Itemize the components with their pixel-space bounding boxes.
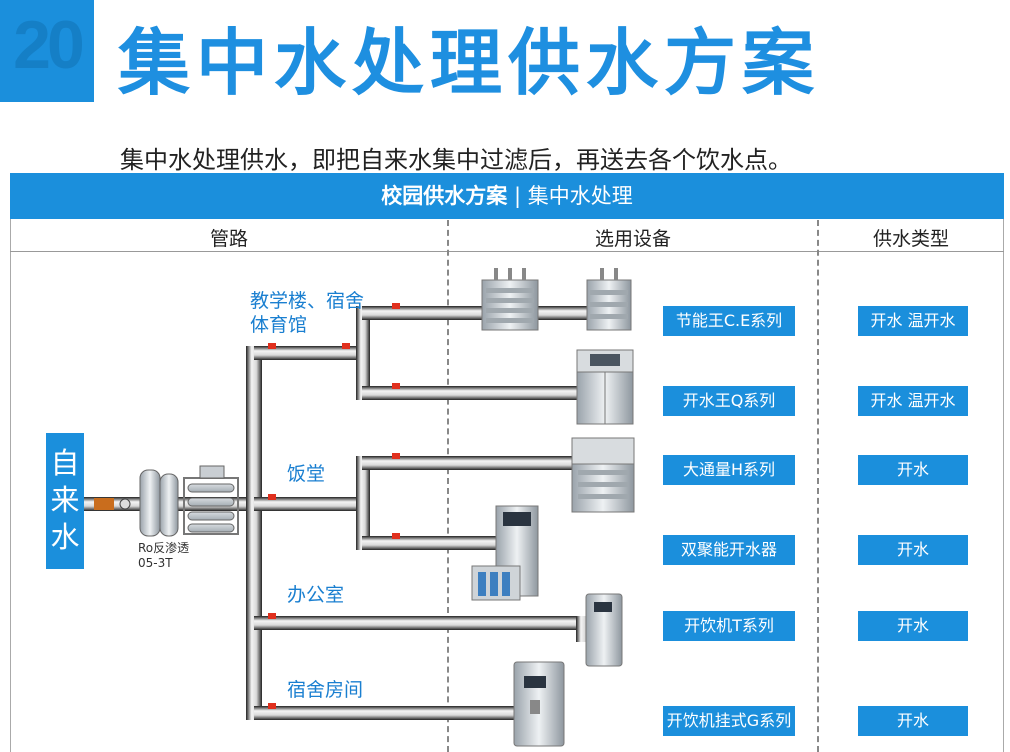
valve-icons	[268, 303, 400, 709]
valve-icon	[342, 343, 350, 349]
equipment-q-series: 开水王Q系列	[663, 386, 795, 416]
supply-type-badge: 开水	[858, 455, 968, 485]
ro-machine-icon	[139, 465, 239, 537]
supply-type-badge: 开水 温开水	[858, 306, 968, 336]
branch-label-dorm-room: 宿舍房间	[287, 679, 364, 701]
pipe-to-t-series	[254, 616, 582, 630]
equipment-h-series: 大通量H系列	[663, 455, 795, 485]
branch-pipe-canteen	[254, 497, 364, 511]
equipment-dual-boiler: 双聚能开水器	[663, 535, 795, 565]
source-char: 水	[50, 520, 80, 554]
valve-icon	[268, 703, 276, 709]
riser-teaching	[356, 306, 370, 400]
banner-subtitle: 集中水处理	[527, 184, 633, 208]
page-title: 集中水处理供水方案	[118, 21, 821, 105]
banner-separator: |	[507, 184, 528, 208]
ro-model: 05-3T	[138, 556, 173, 570]
g-series-boiler-icon	[513, 661, 565, 747]
ro-name: Ro反渗透	[138, 541, 190, 555]
h-series-boiler-icon	[571, 437, 635, 513]
subtitle: 集中水处理供水，即把自来水集中过滤后，再送去各个饮水点。	[120, 146, 792, 174]
valve-icon	[268, 613, 276, 619]
valve-icon	[392, 303, 400, 309]
pipe-to-dual-boiler	[362, 536, 500, 550]
column-header-supply-type: 供水类型	[872, 228, 949, 250]
branch-label-line: 教学楼、宿舍	[250, 290, 365, 312]
ce-series-boiler-icon	[481, 268, 632, 331]
pipe-to-h-series	[362, 456, 594, 470]
main-riser-pipe	[246, 346, 262, 720]
branch-label-canteen: 饭堂	[287, 463, 326, 485]
table-frame-left	[10, 219, 11, 752]
source-char: 自	[50, 446, 80, 480]
column-header-equipment: 选用设备	[594, 228, 671, 250]
supply-type-badge: 开水 温开水	[858, 386, 968, 416]
supply-type-badge: 开水	[858, 611, 968, 641]
equipment-g-series: 开饮机挂式G系列	[663, 706, 795, 736]
pipe-to-q-series	[362, 386, 592, 400]
inlet-meter	[94, 498, 114, 510]
tap-water-source: 自 来 水	[46, 433, 84, 569]
t-series-boiler-icon	[585, 593, 623, 667]
column-header-pipes: 管路	[209, 228, 248, 250]
valve-icon	[392, 533, 400, 539]
section-number-box	[0, 0, 94, 102]
column-divider-2	[817, 220, 819, 752]
pressure-gauge	[119, 498, 131, 510]
dual-boiler-icon	[471, 505, 539, 601]
table-frame-right	[1003, 219, 1004, 752]
source-char: 来	[50, 483, 80, 517]
ro-machine-label: Ro反渗透 05-3T	[138, 541, 189, 571]
supply-type-badge: 开水	[858, 706, 968, 736]
valve-icon	[268, 343, 276, 349]
valve-icon	[392, 453, 400, 459]
branch-label-teaching: 教学楼、宿舍 体育馆	[250, 289, 364, 337]
valve-icon	[268, 494, 276, 500]
valve-icon	[392, 383, 400, 389]
header-divider	[10, 251, 1004, 252]
supply-type-badge: 开水	[858, 535, 968, 565]
riser-canteen	[356, 456, 370, 550]
branch-label-office: 办公室	[287, 584, 345, 606]
q-series-boiler-icon	[576, 349, 634, 425]
banner-title: 校园供水方案	[381, 184, 508, 208]
pipe-to-g-series	[254, 706, 522, 720]
branch-pipe-teaching	[254, 346, 364, 360]
equipment-t-series: 开饮机T系列	[663, 611, 795, 641]
equipment-ce-series: 节能王C.E系列	[663, 306, 795, 336]
section-number: 20	[13, 7, 85, 83]
column-divider-1	[447, 220, 449, 752]
scheme-banner: 校园供水方案 | 集中水处理	[10, 173, 1004, 219]
branch-label-line: 体育馆	[250, 314, 308, 336]
